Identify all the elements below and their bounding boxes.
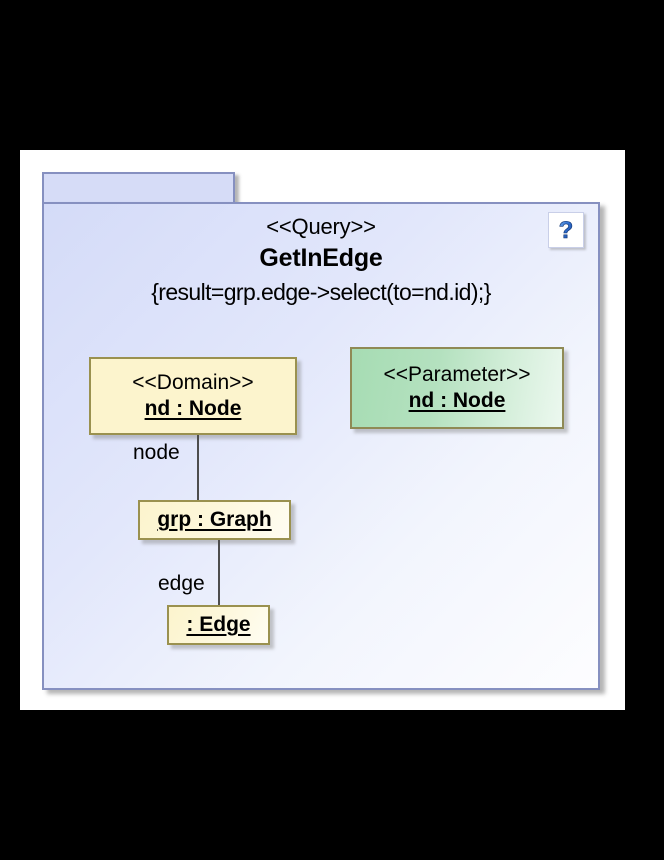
question-mark-icon[interactable]: ? <box>548 212 584 248</box>
link-node-line[interactable] <box>197 435 199 501</box>
package-body[interactable]: <<Query>> GetInEdge {result=grp.edge->se… <box>42 202 600 690</box>
object-graph-instance[interactable]: grp : Graph <box>138 500 291 540</box>
package-constraint: {result=grp.edge->select(to=nd.id);} <box>151 279 491 305</box>
link-node-label: node <box>133 441 180 464</box>
object-edge-instance[interactable]: : Edge <box>167 605 270 645</box>
object-name: grp : Graph <box>157 508 272 531</box>
package-tab[interactable] <box>42 172 235 204</box>
package-stereotype: <<Query>> <box>266 214 376 239</box>
object-name: : Edge <box>186 613 251 636</box>
object-name: nd : Node <box>408 389 506 412</box>
object-stereotype: <<Parameter>> <box>383 363 531 386</box>
object-domain-node[interactable]: <<Domain>> nd : Node <box>89 357 297 435</box>
link-edge-label: edge <box>158 572 205 595</box>
package-name: GetInEdge <box>259 244 383 272</box>
object-name: nd : Node <box>144 397 242 420</box>
object-stereotype: <<Domain>> <box>132 371 254 394</box>
link-edge-line[interactable] <box>218 540 220 606</box>
svg-text:?: ? <box>559 217 574 244</box>
object-parameter-node[interactable]: <<Parameter>> nd : Node <box>350 347 564 429</box>
package-header: <<Query>> GetInEdge {result=grp.edge->se… <box>44 212 598 309</box>
